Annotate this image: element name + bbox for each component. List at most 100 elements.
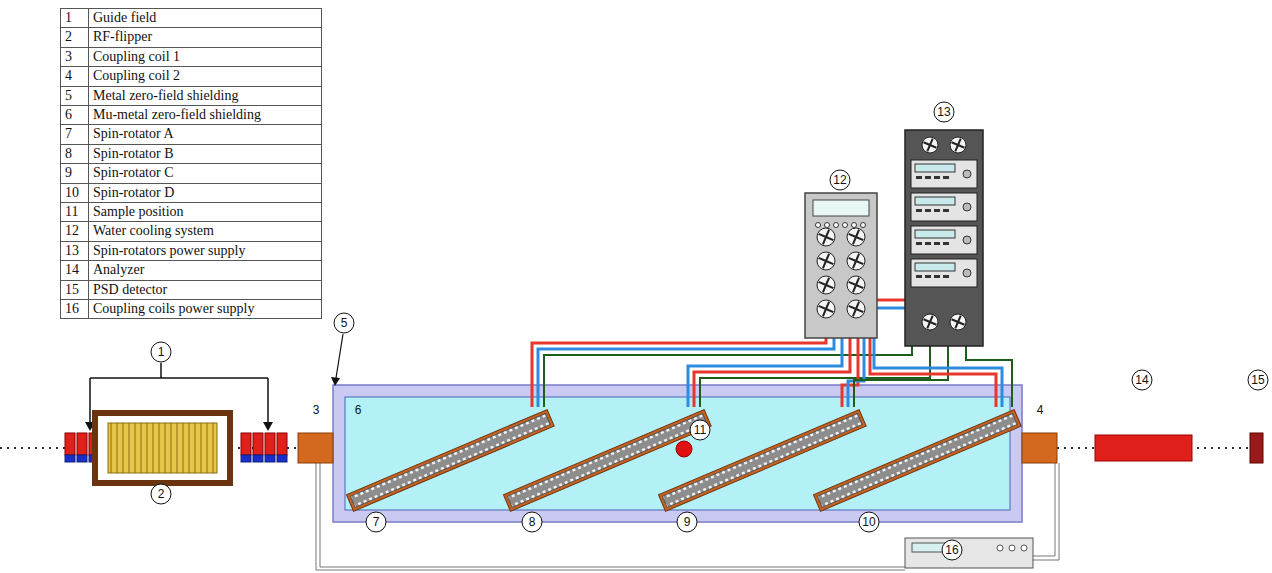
psu-knob bbox=[963, 236, 971, 244]
callout-circle bbox=[151, 342, 171, 362]
fan-blade bbox=[924, 142, 930, 145]
callout-circle bbox=[859, 512, 879, 532]
table-name: Guide field bbox=[88, 8, 322, 28]
coil-block bbox=[253, 433, 263, 455]
fan-blade bbox=[853, 237, 856, 244]
fan-blade bbox=[856, 285, 863, 288]
fan-blade bbox=[856, 230, 859, 237]
table-number: 12 bbox=[60, 221, 89, 242]
fan-blade bbox=[823, 261, 826, 268]
callout-number: 14 bbox=[1135, 373, 1148, 387]
table-name: Sample position bbox=[88, 202, 322, 222]
callout-circle bbox=[942, 540, 962, 560]
fan-blade bbox=[853, 261, 856, 268]
table-name: Metal zero-field shielding bbox=[88, 86, 322, 106]
psu-knob bbox=[963, 170, 971, 178]
cooler-button bbox=[816, 223, 821, 228]
table-name: Water cooling system bbox=[88, 221, 322, 242]
fan-blade bbox=[856, 261, 863, 264]
table-number: 4 bbox=[60, 66, 89, 87]
psu-knob bbox=[963, 269, 971, 277]
callout-circle bbox=[366, 512, 386, 532]
fan-blade bbox=[819, 282, 826, 285]
fan-blade bbox=[927, 145, 930, 151]
callout-number: 7 bbox=[373, 515, 380, 529]
psu-display bbox=[915, 263, 955, 271]
fan bbox=[847, 252, 865, 270]
fan-blade bbox=[849, 306, 856, 309]
coil-block bbox=[65, 455, 75, 462]
fan bbox=[922, 314, 938, 330]
fan-blade bbox=[958, 145, 964, 148]
psu-button bbox=[925, 242, 931, 245]
fan-blade bbox=[826, 302, 829, 309]
psu-button bbox=[916, 176, 922, 179]
table-name: Spin-rotators power supply bbox=[88, 241, 322, 261]
callout-number: 13 bbox=[937, 105, 950, 119]
cooler-button bbox=[852, 223, 857, 228]
coil-block bbox=[265, 433, 275, 455]
fan-blade bbox=[819, 306, 826, 309]
fan-blade bbox=[826, 278, 829, 285]
psu-module bbox=[911, 259, 977, 287]
callout-number: 1 bbox=[158, 345, 165, 359]
psu-display bbox=[915, 197, 955, 205]
table-number: 6 bbox=[60, 105, 89, 125]
callout-circle bbox=[334, 313, 354, 333]
psu-button bbox=[925, 275, 931, 278]
fan-blade bbox=[856, 237, 863, 240]
fan-blade bbox=[819, 258, 826, 261]
table-name: Coupling coil 1 bbox=[88, 47, 322, 67]
fan-blade bbox=[849, 258, 856, 261]
table-number: 14 bbox=[60, 260, 89, 281]
fan-blade bbox=[823, 285, 826, 292]
fan-blade bbox=[826, 237, 833, 240]
fan-blade bbox=[823, 237, 826, 244]
fan bbox=[847, 300, 865, 318]
psu-button bbox=[934, 242, 940, 245]
fan bbox=[817, 300, 835, 318]
fan-blade bbox=[826, 309, 833, 312]
psu-button bbox=[925, 176, 931, 179]
coil-block bbox=[277, 433, 287, 455]
psu-button bbox=[943, 209, 949, 212]
callout-number: 6 bbox=[355, 403, 362, 417]
coil-block bbox=[241, 433, 251, 455]
fan-blade bbox=[958, 316, 961, 322]
psu-display bbox=[915, 230, 955, 238]
table-name: Spin-rotator B bbox=[88, 144, 322, 164]
table-name: Coupling coils power supply bbox=[88, 299, 322, 319]
callout-circle bbox=[830, 170, 850, 190]
coil-block bbox=[265, 455, 275, 462]
callout-circle bbox=[1248, 370, 1268, 390]
callout-circle bbox=[934, 102, 954, 122]
table-number: 10 bbox=[60, 183, 89, 203]
callout-number: 16 bbox=[945, 543, 958, 557]
psu-button bbox=[925, 209, 931, 212]
fan-blade bbox=[930, 139, 933, 145]
fan-blade bbox=[955, 322, 958, 328]
psu-button bbox=[934, 209, 940, 212]
callout-number: 4 bbox=[1037, 403, 1044, 417]
callout-circle bbox=[690, 420, 710, 440]
fan-blade bbox=[826, 254, 829, 261]
table-number: 2 bbox=[60, 27, 89, 48]
callout-number: 10 bbox=[862, 515, 875, 529]
callout-number: 15 bbox=[1251, 373, 1264, 387]
callout-circle bbox=[1132, 370, 1152, 390]
table-number: 5 bbox=[60, 86, 89, 106]
fan-blade bbox=[856, 302, 859, 309]
coil-block bbox=[65, 433, 75, 455]
fan bbox=[817, 252, 835, 270]
callout-number: 3 bbox=[313, 403, 320, 417]
table-number: 1 bbox=[60, 8, 89, 28]
table-number: 8 bbox=[60, 144, 89, 164]
fan bbox=[817, 276, 835, 294]
fan-blade bbox=[853, 309, 856, 316]
fan-blade bbox=[930, 145, 936, 148]
fan-blade bbox=[930, 322, 936, 325]
fan-blade bbox=[952, 142, 958, 145]
fan-blade bbox=[856, 254, 859, 261]
callout-circle bbox=[677, 512, 697, 532]
fan-blade bbox=[958, 139, 961, 145]
